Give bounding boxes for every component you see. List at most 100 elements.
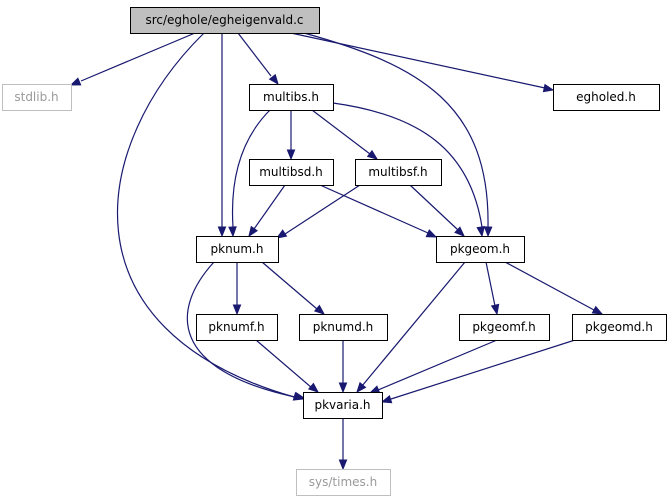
edge-pknum-to-pknumf xyxy=(232,262,242,316)
nodes-layer: src/eghole/egheigenvald.c stdlib.h multibs… xyxy=(2,7,667,496)
node-label: src/eghole/egheigenvald.c xyxy=(145,13,303,27)
node-label: multibs.h xyxy=(263,90,319,104)
edge-arrowhead xyxy=(228,226,237,238)
node-multibs[interactable]: multibs.h xyxy=(249,84,334,111)
edge-line xyxy=(80,32,196,82)
node-multibsf[interactable]: multibsf.h xyxy=(355,159,442,186)
edges-layer xyxy=(69,32,604,471)
edge-pknum-to-pkvaria xyxy=(186,261,306,401)
node-pknum[interactable]: pknum.h xyxy=(196,236,279,263)
edge-line xyxy=(332,102,483,228)
node-pkgeomd[interactable]: pkgeomd.h xyxy=(572,314,667,341)
node-label: multibsd.h xyxy=(259,165,323,179)
node-box[interactable] xyxy=(303,392,383,419)
node-box[interactable] xyxy=(459,314,550,341)
node-multibsd[interactable]: multibsd.h xyxy=(249,159,334,186)
node-box[interactable] xyxy=(130,7,320,34)
edge-line xyxy=(303,32,489,228)
node-box[interactable] xyxy=(436,236,525,263)
edge-root-to-multibs xyxy=(237,32,279,86)
edge-pkvaria-to-systimes xyxy=(338,418,348,471)
edge-line xyxy=(255,339,313,389)
edge-multibs-to-multibsf xyxy=(311,109,379,160)
node-pknumf[interactable]: pknumf.h xyxy=(196,314,278,341)
edge-line xyxy=(186,261,296,398)
edge-pkgeom-to-pkgeomd xyxy=(504,261,604,315)
edge-line xyxy=(284,184,361,235)
edge-arrowhead xyxy=(313,304,326,315)
node-pkgeom[interactable]: pkgeom.h xyxy=(436,236,525,263)
edge-arrowhead xyxy=(366,149,379,160)
node-box[interactable] xyxy=(196,314,278,341)
edge-line xyxy=(261,261,318,310)
edge-arrowhead xyxy=(293,391,306,401)
node-label: stdlib.h xyxy=(14,90,58,104)
edge-arrowhead xyxy=(356,381,367,394)
node-label: sys/times.h xyxy=(309,475,377,489)
node-systimes[interactable]: sys/times.h xyxy=(296,469,391,496)
edge-arrowhead xyxy=(483,226,493,238)
edge-multibs-to-pknum xyxy=(228,109,271,238)
edge-pknumd-to-pkvaria xyxy=(338,340,348,394)
edge-multibsf-to-pknum xyxy=(275,184,361,239)
edge-line xyxy=(319,184,429,234)
edge-arrowhead xyxy=(476,225,485,238)
edge-arrowhead xyxy=(232,304,242,316)
edge-line xyxy=(409,184,459,231)
edge-arrowhead xyxy=(69,77,82,86)
node-label: pknum.h xyxy=(211,242,264,256)
node-label: pknumf.h xyxy=(208,320,264,334)
node-box[interactable] xyxy=(572,314,667,341)
edge-multibsd-to-pkgeom xyxy=(319,184,438,238)
node-label: pknumd.h xyxy=(313,320,374,334)
edge-line xyxy=(361,261,466,387)
node-box[interactable] xyxy=(249,159,334,186)
edge-multibs-to-multibsd xyxy=(286,110,296,161)
edge-arrowhead xyxy=(338,459,348,471)
edge-arrowhead xyxy=(286,149,296,161)
edge-arrowhead xyxy=(248,225,259,238)
edge-pkgeom-to-pkvaria xyxy=(356,261,466,394)
edge-pknum-to-pknumd xyxy=(261,261,326,315)
edge-pkgeom-to-pkgeomf xyxy=(485,261,500,316)
node-label: multibsf.h xyxy=(368,165,427,179)
node-label: pkgeomd.h xyxy=(585,320,653,334)
node-pkgeomf[interactable]: pkgeomf.h xyxy=(459,314,550,341)
edge-root-to-pknum xyxy=(217,33,227,238)
node-box[interactable] xyxy=(355,159,442,186)
node-pknumd[interactable]: pknumd.h xyxy=(299,314,388,341)
node-root[interactable]: src/eghole/egheigenvald.c xyxy=(130,7,320,34)
node-egholed[interactable]: egholed.h xyxy=(553,84,660,111)
edge-root-to-pkgeom xyxy=(303,32,493,238)
edge-pkgeomf-to-pkvaria xyxy=(368,339,498,394)
node-box[interactable] xyxy=(196,236,279,263)
node-stdlib[interactable]: stdlib.h xyxy=(2,84,72,111)
edge-arrowhead xyxy=(307,382,320,393)
edge-pknumf-to-pkvaria xyxy=(255,339,320,393)
edge-line xyxy=(253,184,286,230)
node-box[interactable] xyxy=(299,314,388,341)
node-box[interactable] xyxy=(249,84,334,111)
edge-arrowhead xyxy=(275,229,288,239)
node-box[interactable] xyxy=(553,84,660,111)
edge-line xyxy=(311,109,371,155)
node-label: egholed.h xyxy=(576,90,636,104)
node-label: pkgeomf.h xyxy=(472,320,535,334)
edge-arrowhead xyxy=(425,229,438,238)
edge-arrowhead xyxy=(217,226,227,238)
edge-pkgeomd-to-pkvaria xyxy=(380,339,576,404)
edge-multibsd-to-pknum xyxy=(248,184,286,238)
node-box[interactable] xyxy=(296,469,391,496)
edge-line xyxy=(485,261,496,307)
edge-arrowhead xyxy=(268,73,279,86)
edge-line xyxy=(237,32,272,77)
edge-arrowhead xyxy=(490,303,500,316)
edge-arrowhead xyxy=(368,385,381,394)
edge-line xyxy=(231,109,271,228)
node-label: pkgeom.h xyxy=(450,242,510,256)
node-box[interactable] xyxy=(2,84,72,111)
node-pkvaria[interactable]: pkvaria.h xyxy=(303,392,383,419)
edge-multibs-to-pkgeom xyxy=(332,102,485,238)
node-label: pkvaria.h xyxy=(314,398,370,412)
